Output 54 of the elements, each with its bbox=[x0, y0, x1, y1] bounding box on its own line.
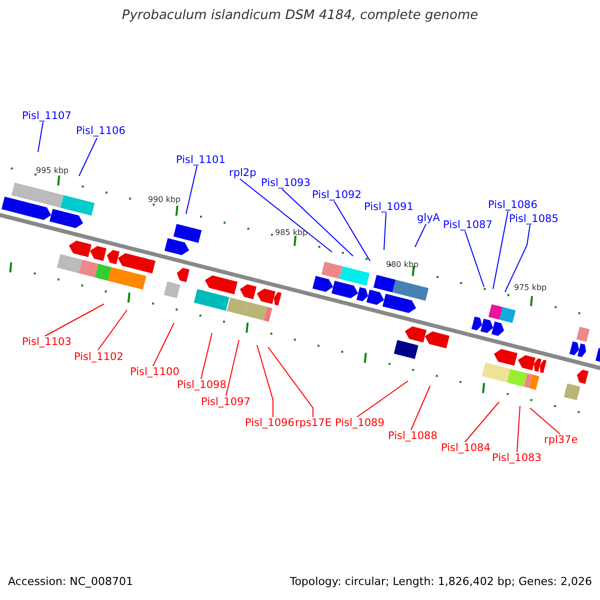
scale-label: 980 kbp bbox=[386, 259, 419, 271]
gene-label: Pisl_1093 bbox=[261, 177, 310, 189]
gene-label: Pisl_1091 bbox=[364, 201, 414, 213]
gene-label: Pisl_1092 bbox=[312, 189, 362, 201]
leader-line bbox=[44, 304, 104, 336]
gene-label: Pisl_1084 bbox=[441, 442, 490, 454]
leader-line bbox=[504, 224, 530, 292]
gene-label: Pisl_1085 bbox=[509, 213, 558, 225]
footer-text: Topology: circular; Length: 1,826,402 bp; Genes: 2,026 bbox=[290, 576, 592, 588]
gene-label: Pisl_1103 bbox=[22, 336, 72, 348]
leader-line bbox=[414, 224, 426, 248]
leader-line bbox=[282, 188, 354, 256]
leader-line bbox=[186, 166, 198, 214]
leader-line bbox=[464, 230, 484, 288]
leader-line bbox=[384, 212, 386, 250]
gene-label: rpl2p bbox=[229, 167, 256, 179]
gene-label: Pisl_1083 bbox=[492, 452, 542, 464]
leader-line bbox=[516, 406, 520, 452]
leader-line bbox=[492, 210, 508, 290]
gene-label: Pisl_1088 bbox=[388, 430, 438, 442]
footer-text: Accession: NC_008701 bbox=[8, 576, 134, 588]
gene-label: glyA bbox=[417, 212, 440, 224]
leader-line bbox=[464, 402, 500, 442]
leader-line bbox=[256, 344, 274, 418]
leader-line bbox=[530, 408, 560, 434]
gene-label: Pisl_1096 bbox=[245, 417, 294, 429]
gene-label: Pisl_1097 bbox=[201, 396, 250, 408]
scale-label: 985 kbp bbox=[275, 227, 308, 239]
leader-line bbox=[78, 138, 98, 176]
leader-line bbox=[98, 310, 128, 350]
leader-line bbox=[334, 200, 370, 262]
leader-line bbox=[38, 122, 44, 152]
scale-label: 975 kbp bbox=[514, 282, 547, 294]
leader-line bbox=[152, 322, 174, 366]
leader-line bbox=[410, 386, 430, 430]
gene-label: Pisl_1101 bbox=[176, 154, 226, 166]
leader-line bbox=[240, 178, 332, 252]
gene-label: rpl37e bbox=[544, 434, 578, 446]
gene-label: Pisl_1100 bbox=[130, 366, 180, 378]
gene-label: Pisl_1098 bbox=[177, 379, 226, 391]
gene-label: Pisl_1106 bbox=[76, 125, 126, 137]
leader-line bbox=[356, 380, 408, 418]
leader-line bbox=[200, 332, 212, 380]
scale-label: 990 kbp bbox=[148, 194, 181, 206]
gene-label: Pisl_1107 bbox=[22, 110, 72, 122]
leader-line bbox=[268, 346, 314, 418]
gene-label: Pisl_1089 bbox=[335, 417, 384, 429]
gene-label: Pisl_1087 bbox=[443, 219, 492, 231]
gene-label: rps17E bbox=[295, 417, 332, 429]
title: Pyrobaculum islandicum DSM 4184, complete genome bbox=[120, 10, 480, 22]
scale-label: 995 kbp bbox=[36, 165, 69, 177]
gene-label: Pisl_1102 bbox=[74, 351, 124, 363]
leader-line bbox=[226, 340, 240, 396]
gene-label: Pisl_1086 bbox=[488, 199, 538, 211]
